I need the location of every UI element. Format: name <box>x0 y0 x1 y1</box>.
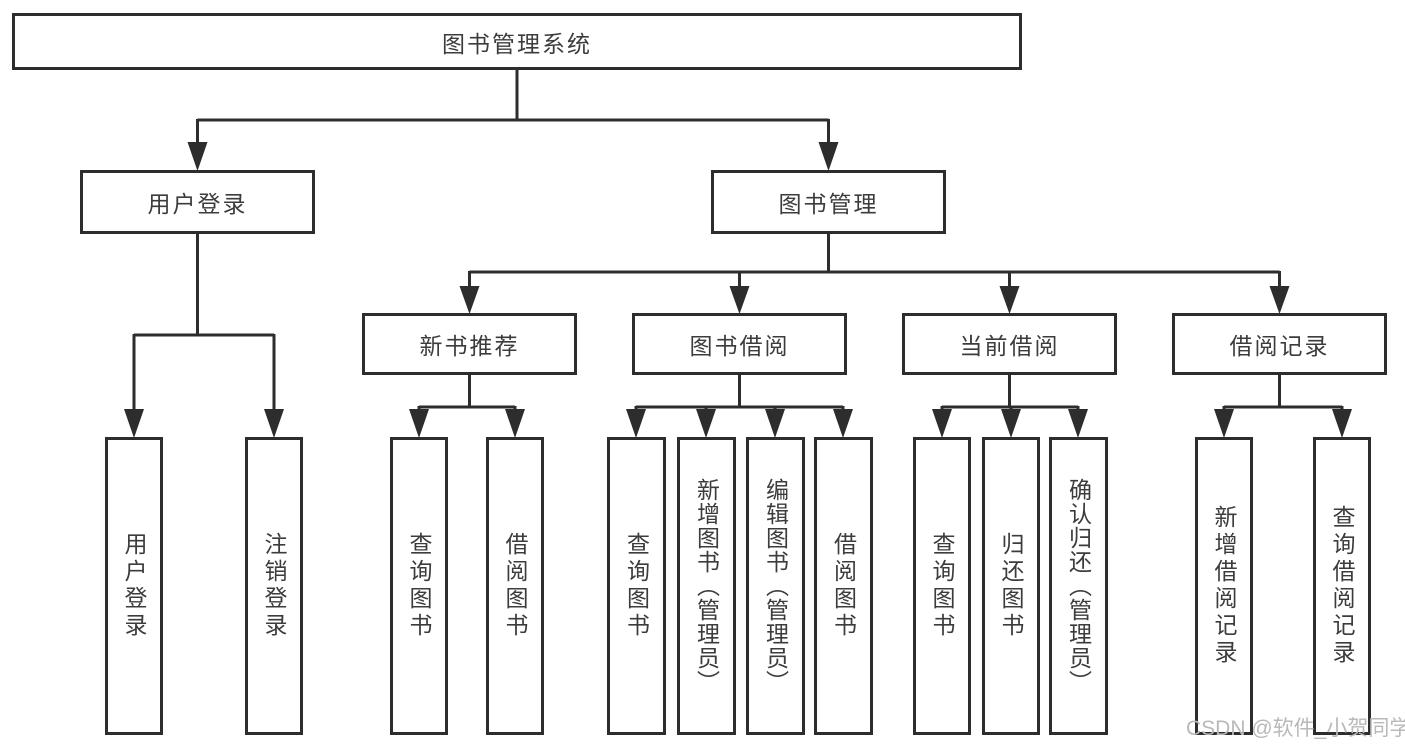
leaf-add-book-admin: 新增图书（管理员） <box>677 437 736 735</box>
node-user-login: 用户登录 <box>80 170 315 234</box>
leaf-query-books-current: 查询图书 <box>913 437 971 735</box>
node-root-system: 图书管理系统 <box>12 13 1022 70</box>
leaf-query-books-borrow: 查询图书 <box>607 437 666 735</box>
leaf-confirm-return-admin: 确认归还（管理员） <box>1049 437 1108 735</box>
leaf-logout-login: 注销登录 <box>245 437 303 735</box>
leaf-query-borrow-record: 查询借阅记录 <box>1313 437 1371 735</box>
node-current-borrow: 当前借阅 <box>902 313 1117 375</box>
leaf-edit-book-admin: 编辑图书（管理员） <box>746 437 805 735</box>
leaf-add-borrow-record: 新增借阅记录 <box>1195 437 1253 735</box>
leaf-return-book: 归还图书 <box>982 437 1040 735</box>
node-book-borrow: 图书借阅 <box>632 313 847 375</box>
leaf-user-login: 用户登录 <box>105 437 163 735</box>
node-book-management: 图书管理 <box>711 170 946 234</box>
leaf-borrow-books-recommend: 借阅图书 <box>486 437 544 735</box>
node-borrow-records: 借阅记录 <box>1172 313 1387 375</box>
watermark-text: CSDN @软件_小贺同学 <box>1186 717 1405 740</box>
leaf-query-books-recommend: 查询图书 <box>390 437 448 735</box>
node-new-book-recommend: 新书推荐 <box>362 313 577 375</box>
leaf-borrow-books: 借阅图书 <box>814 437 873 735</box>
